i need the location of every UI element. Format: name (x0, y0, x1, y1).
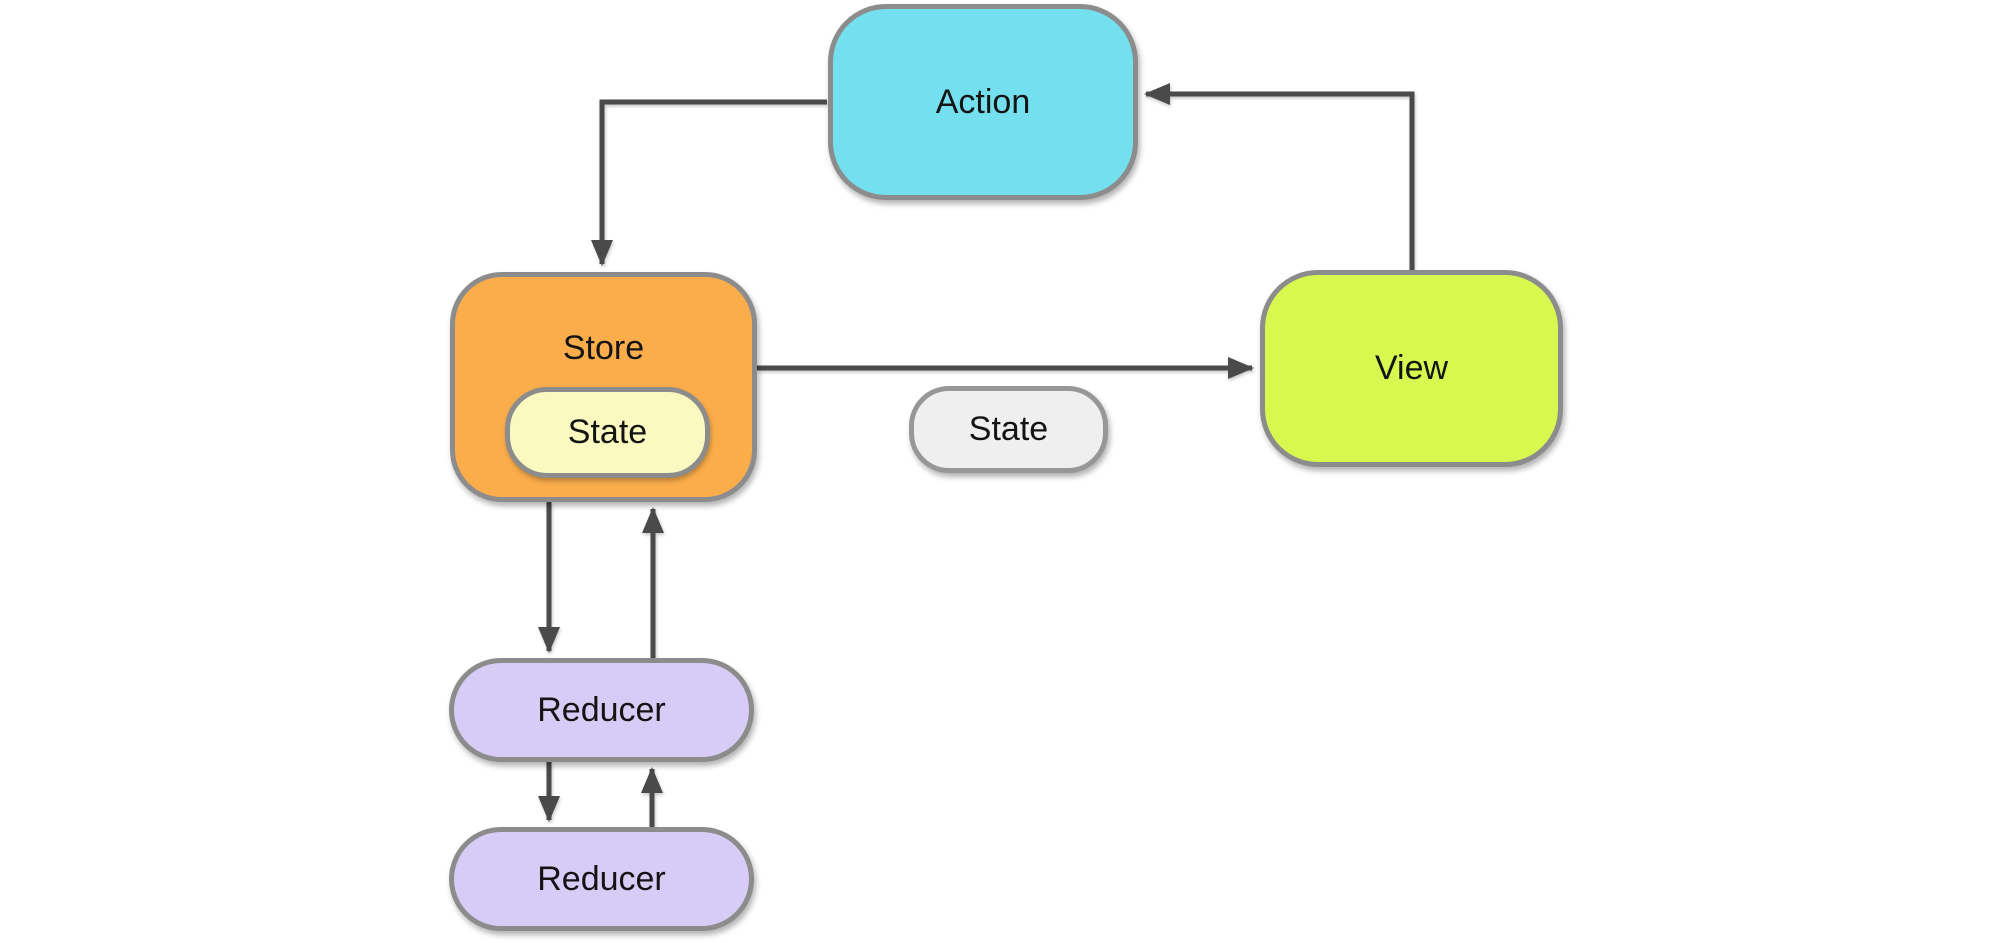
node-view-label: View (1374, 349, 1449, 387)
node-state: State (909, 386, 1108, 473)
node-reducer-1-label: Reducer (537, 690, 666, 729)
node-action: Action (828, 4, 1138, 200)
node-action-label: Action (935, 82, 1031, 121)
node-state-label: State (968, 410, 1049, 448)
node-store: Store State (450, 272, 757, 502)
edge-view-to-action (1144, 83, 1415, 270)
node-reducer-2: Reducer (449, 827, 754, 931)
node-store-label: Store (562, 329, 645, 367)
node-reducer-2-label: Reducer (537, 859, 666, 898)
node-view: View (1260, 270, 1563, 467)
node-reducer-1: Reducer (449, 658, 754, 762)
node-store-state: State (505, 387, 710, 478)
node-store-state-label: State (567, 413, 648, 451)
edge-action-to-store (591, 99, 827, 266)
